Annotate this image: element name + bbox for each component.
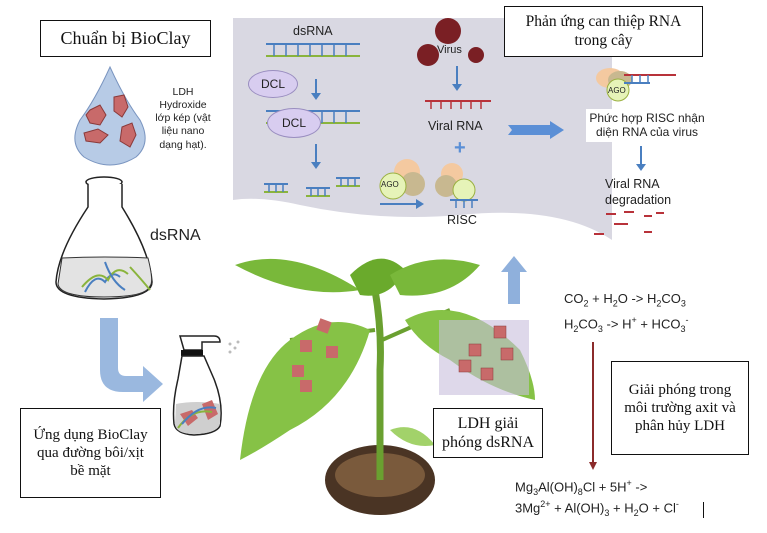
ago-label-1: AGO [381,180,399,189]
viral-rna-degradation-label: Viral RNA degradation [605,177,672,208]
degraded-rna-fragments-icon [594,211,664,235]
big-right-arrow-icon [508,121,564,139]
ago-complex-icon [379,159,425,200]
virus-label: Virus [437,44,462,56]
rnai-response-box: Phản ứng can thiệp RNA trong cây [504,6,703,57]
risc-complex-icon [435,163,478,208]
risc-label: RISC [447,213,477,227]
spray-bottle-icon [172,335,240,436]
up-arrow-icon [501,256,527,304]
curved-arrow-icon [100,318,163,402]
release-down-arrow-icon [589,342,597,470]
prepare-bioclay-box: Chuẩn bị BioClay [40,20,211,57]
panel-dsrna-label: dsRNA [293,24,333,38]
dcl-enzyme-2: DCL [267,108,321,138]
equation-co2-h2o: CO2 + H2O -> H2CO3 [564,291,686,309]
risc-recognition-label: Phức hợp RISC nhận diện RNA của virus [586,109,708,142]
right-arrow-icon [380,199,424,209]
virus-icon [417,18,484,66]
equation-ldh-dissolution-line2: 3Mg2+ + Al(OH)3 + H2O + Cl- [515,499,679,518]
acid-release-box: Giải phóng trong môi trường axit và phân… [611,361,749,455]
risc-bound-viral-rna-icon [596,68,676,102]
text-cursor [703,502,704,518]
down-arrow-icon [311,79,321,100]
ldh-release-highlight [439,320,529,395]
flask-dsrna-label: dsRNA [150,227,201,244]
ldh-droplet-icon [74,65,146,166]
down-arrow-icon [452,66,462,91]
ldh-release-box: LDH giải phóng dsRNA [433,408,543,458]
plus-icon: + [454,137,466,159]
ago-label-2: AGO [608,86,626,95]
viral-rna-icon [425,100,491,109]
equation-ldh-dissolution-line1: Mg3Al(OH)8Cl + 5H+ -> [515,478,648,497]
flask-icon [55,176,153,300]
dsrna-duplex-icon [266,43,360,57]
equation-h2co3-dissociation: H2CO3 -> H+ + HCO3- [564,315,689,334]
down-arrow-icon [311,144,321,169]
down-arrow-icon [636,146,646,171]
dcl-enzyme-1: DCL [248,70,298,98]
ldh-description: LDH Hydroxide lớp kép (vật liệu nano dạn… [155,86,211,151]
sirna-fragments-icon [264,177,360,197]
viral-rna-label: Viral RNA [428,119,483,133]
apply-bioclay-box: Ứng dụng BioClay qua đường bôi/xịt bề mặ… [20,408,161,498]
